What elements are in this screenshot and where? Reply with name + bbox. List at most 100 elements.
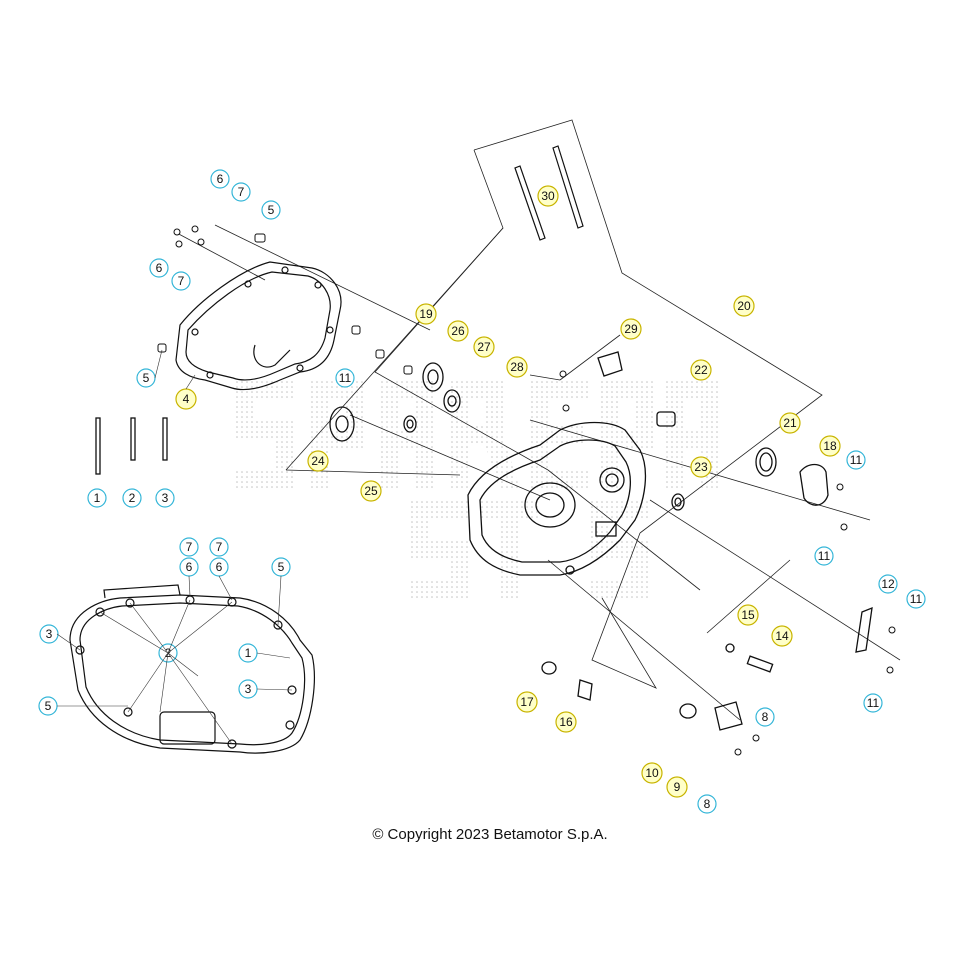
svg-text:5: 5: [268, 203, 275, 217]
svg-text:6: 6: [156, 261, 163, 275]
svg-text:27: 27: [477, 340, 491, 354]
crankcase: [467, 421, 647, 576]
callout-17: 17: [516, 691, 538, 713]
callout-6: 6: [209, 557, 229, 577]
svg-text:1: 1: [245, 646, 252, 660]
copyright-footer: © Copyright 2023 Betamotor S.p.A.: [372, 826, 608, 843]
callout-1: 1: [87, 488, 107, 508]
yellow-callouts: 30 19 26 27 29 20 28 22 21 18 23 24 25 4…: [175, 185, 841, 798]
svg-text:5: 5: [45, 699, 52, 713]
svg-text:7: 7: [216, 540, 223, 554]
callout-30: 30: [537, 185, 559, 207]
callout-5: 5: [136, 368, 156, 388]
callout-7: 7: [231, 182, 251, 202]
svg-text:6: 6: [216, 560, 223, 574]
svg-text:20: 20: [737, 299, 751, 313]
small-fasteners: [157, 225, 896, 756]
callout-11: 11: [906, 589, 926, 609]
callout-22: 22: [690, 359, 712, 381]
svg-text:11: 11: [818, 549, 831, 563]
callout-24: 24: [307, 450, 329, 472]
callout-7: 7: [209, 537, 229, 557]
svg-text:4: 4: [183, 392, 190, 406]
callout-10: 10: [641, 762, 663, 784]
svg-text:9: 9: [674, 780, 681, 794]
callout-12: 12: [878, 574, 898, 594]
callout-3: 3: [39, 624, 59, 644]
svg-text:22: 22: [694, 363, 708, 377]
callout-8: 8: [755, 707, 775, 727]
callout-23: 23: [690, 456, 712, 478]
svg-text:14: 14: [775, 629, 789, 643]
callout-28: 28: [506, 356, 528, 378]
svg-text:12: 12: [881, 577, 895, 591]
svg-text:3: 3: [46, 627, 53, 641]
long-bolts: [95, 417, 168, 475]
svg-text:11: 11: [910, 592, 923, 606]
leader-lines: [174, 119, 901, 721]
callout-19: 19: [415, 303, 437, 325]
svg-text:16: 16: [559, 715, 573, 729]
callout-27: 27: [473, 336, 495, 358]
svg-text:24: 24: [311, 454, 325, 468]
svg-text:23: 23: [694, 460, 708, 474]
svg-text:21: 21: [783, 416, 797, 430]
callout-14: 14: [771, 625, 793, 647]
svg-text:30: 30: [541, 189, 555, 203]
callout-8: 8: [697, 794, 717, 814]
watermark: [235, 380, 720, 600]
callout-11: 11: [846, 450, 866, 470]
callout-6: 6: [210, 169, 230, 189]
svg-text:5: 5: [278, 560, 285, 574]
callout-29: 29: [620, 318, 642, 340]
callout-7: 7: [179, 537, 199, 557]
callout-5: 5: [38, 696, 58, 716]
callout-11: 11: [814, 546, 834, 566]
svg-text:17: 17: [520, 695, 534, 709]
svg-text:1: 1: [94, 491, 101, 505]
svg-text:25: 25: [364, 484, 378, 498]
svg-text:7: 7: [178, 274, 185, 288]
svg-text:11: 11: [867, 696, 880, 710]
svg-text:6: 6: [186, 560, 193, 574]
svg-text:8: 8: [704, 797, 711, 811]
callout-9: 9: [666, 776, 688, 798]
svg-text:28: 28: [510, 360, 524, 374]
svg-text:10: 10: [645, 766, 659, 780]
callout-11: 11: [863, 693, 883, 713]
callout-4: 4: [175, 388, 197, 410]
svg-text:29: 29: [624, 322, 638, 336]
callout-7: 7: [171, 271, 191, 291]
svg-text:26: 26: [451, 324, 465, 338]
svg-text:19: 19: [419, 307, 433, 321]
callout-1: 1: [238, 643, 258, 663]
callout-2: 2: [122, 488, 142, 508]
svg-text:3: 3: [162, 491, 169, 505]
svg-text:7: 7: [186, 540, 193, 554]
svg-text:11: 11: [850, 453, 863, 467]
ignition-cover-bottom: [69, 584, 315, 754]
svg-text:11: 11: [339, 371, 352, 385]
clutch-cover-top: [175, 261, 342, 391]
callout-3: 3: [238, 679, 258, 699]
callout-26: 26: [447, 320, 469, 342]
svg-text:3: 3: [245, 682, 252, 696]
callout-5: 5: [261, 200, 281, 220]
callout-25: 25: [360, 480, 382, 502]
callout-21: 21: [779, 412, 801, 434]
svg-text:18: 18: [823, 439, 837, 453]
callout-16: 16: [555, 711, 577, 733]
cylinder-studs: [514, 145, 584, 241]
callout-5: 5: [271, 557, 291, 577]
svg-text:5: 5: [143, 371, 150, 385]
svg-text:2: 2: [129, 491, 136, 505]
svg-text:7: 7: [238, 185, 245, 199]
callout-15: 15: [737, 604, 759, 626]
svg-text:15: 15: [741, 608, 755, 622]
callout-20: 20: [733, 295, 755, 317]
callout-18: 18: [819, 435, 841, 457]
callout-6: 6: [179, 557, 199, 577]
bearings: [329, 351, 873, 731]
callout-3: 3: [155, 488, 175, 508]
